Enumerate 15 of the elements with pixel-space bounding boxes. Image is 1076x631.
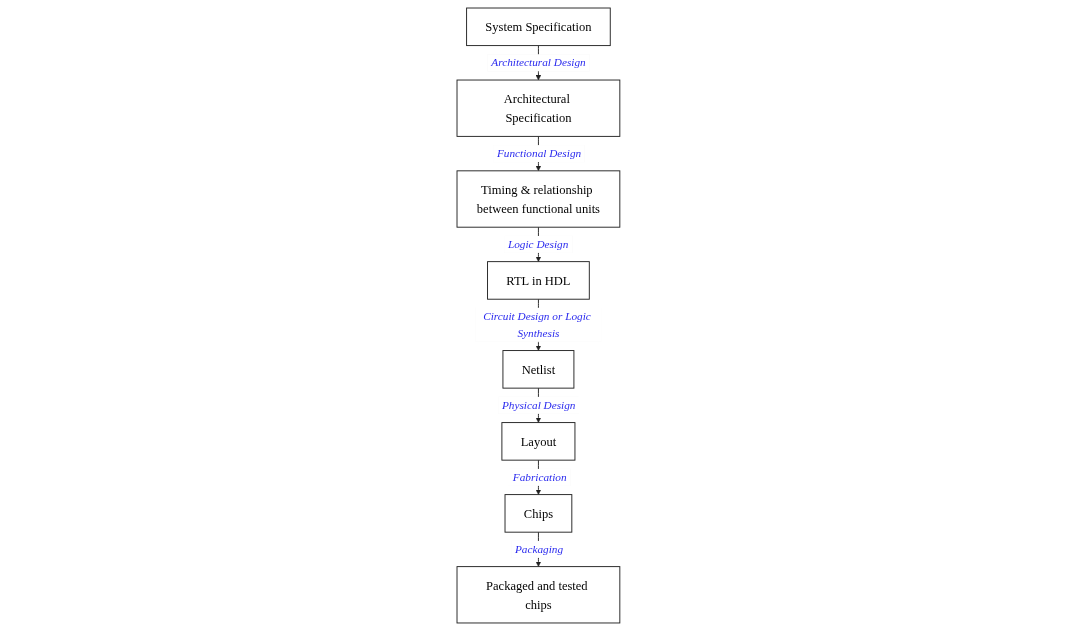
node-box: Chips [504, 494, 572, 533]
node-box: Architectural Specification [456, 79, 620, 137]
edge-label: Functional Design [496, 147, 581, 160]
edge-label: Logic Design [507, 237, 568, 251]
node-box: Timing & relationship between functional units [456, 170, 620, 228]
node-box: Packaged and tested chips [456, 566, 620, 624]
edge-label: Circuit Design or Logic Synthesis [482, 309, 591, 340]
node-box: System Specification [465, 7, 611, 47]
node-box: RTL in HDL [486, 261, 590, 300]
edge-label: Architectural Design [490, 56, 586, 69]
node-box: Netlist [502, 350, 574, 389]
edge-label: Packaging [514, 542, 563, 556]
edge-label: Fabrication [512, 470, 567, 484]
node-box: Layout [501, 422, 575, 461]
edge-label: Physical Design [501, 398, 576, 412]
